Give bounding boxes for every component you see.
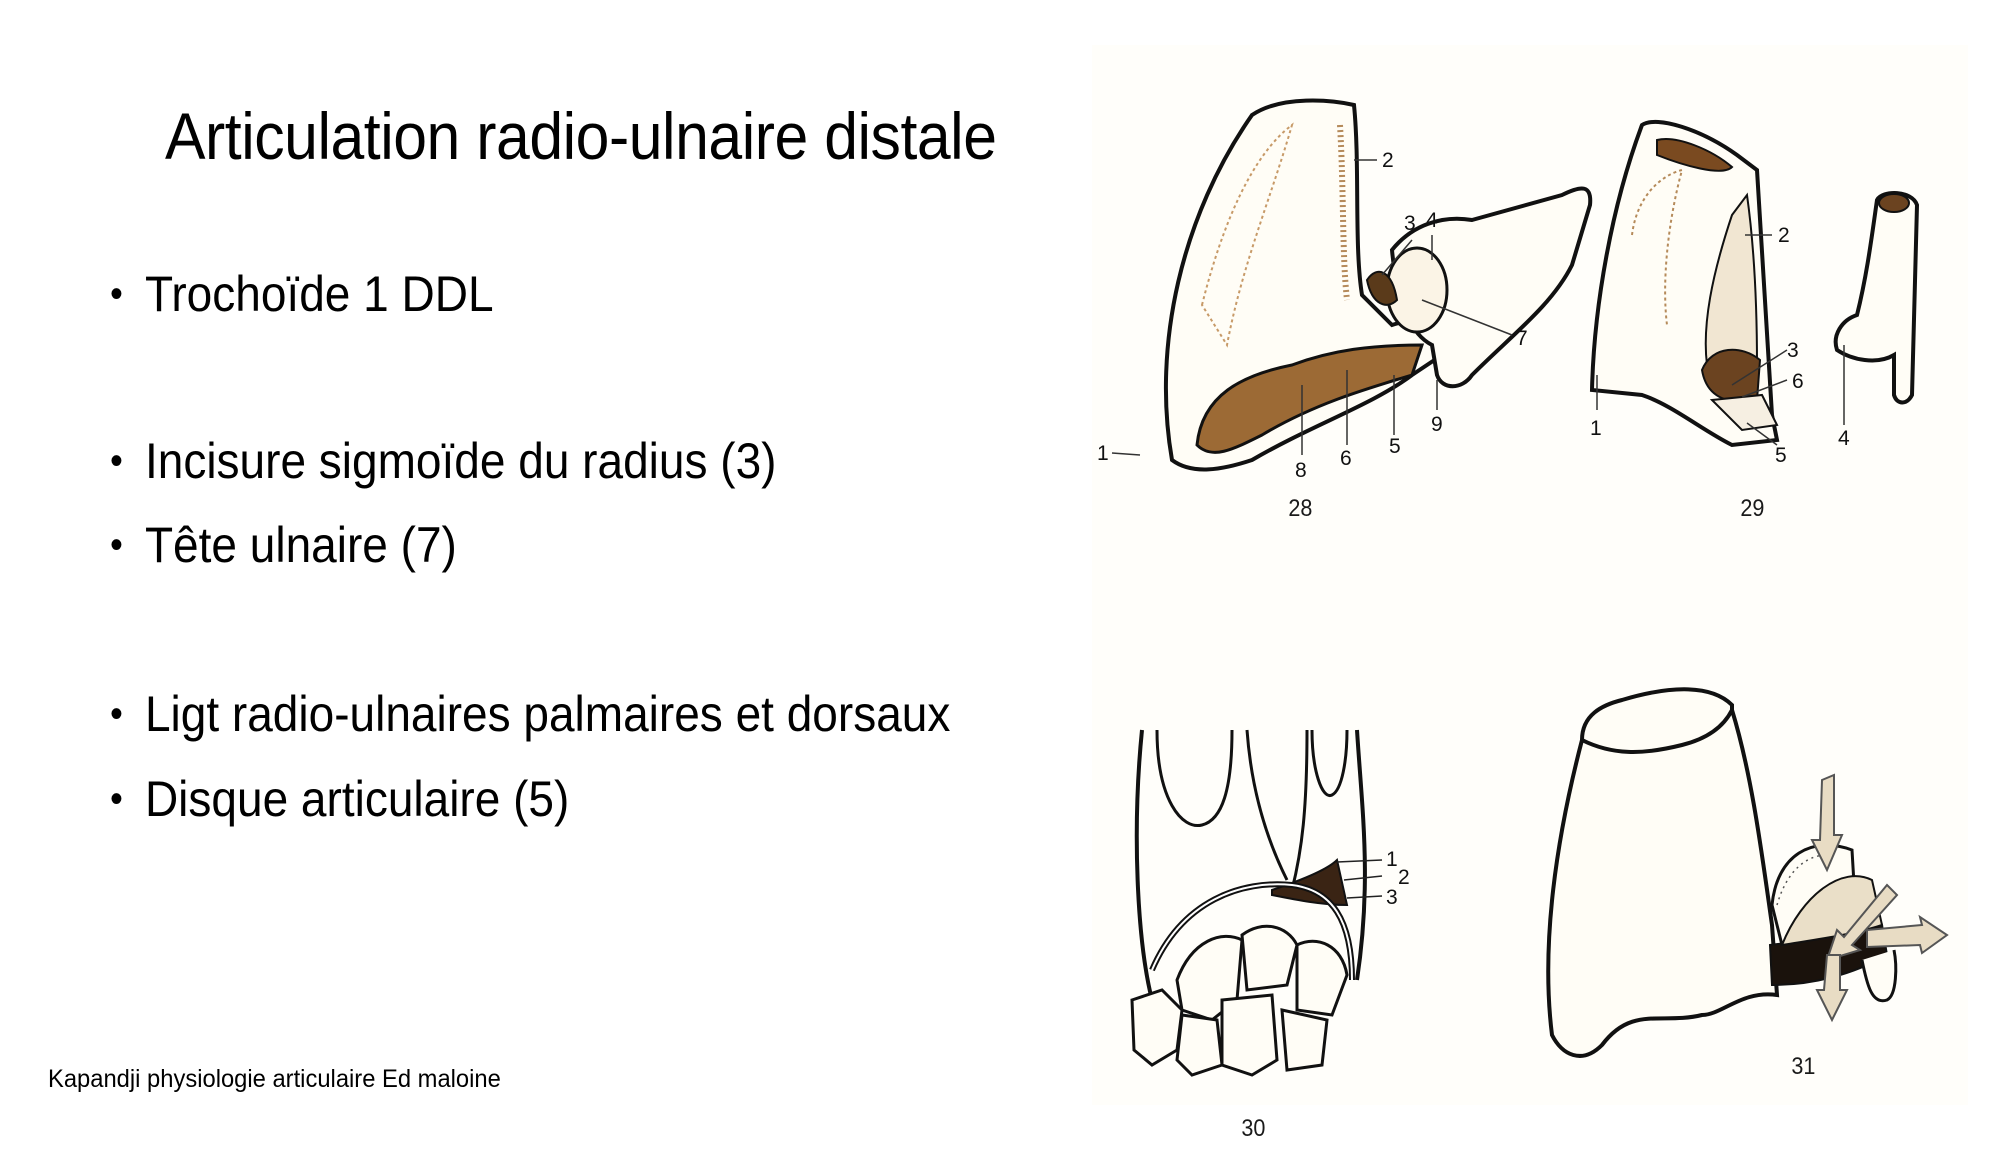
slide-title: Articulation radio-ulnaire distale bbox=[165, 99, 997, 173]
fig28-label-1: 1 bbox=[1097, 442, 1109, 465]
fig29-label-3: 3 bbox=[1787, 339, 1799, 362]
fig29-label-4: 4 bbox=[1838, 427, 1850, 450]
bullet-text: Ligt radio-ulnaires palmaires et dorsaux bbox=[144, 686, 951, 742]
fig30-label-1: 1 bbox=[1386, 848, 1398, 871]
source-credit: Kapandji physiologie articulaire Ed malo… bbox=[48, 1065, 501, 1093]
bullet-dot-icon: • bbox=[110, 272, 123, 316]
figure-28-caption: 28 bbox=[1288, 495, 1313, 522]
bullet-text: Tête ulnaire (7) bbox=[144, 517, 457, 573]
figure-31-drawing bbox=[1546, 687, 1949, 1058]
bullet-dot-icon: • bbox=[110, 439, 123, 483]
fig29-label-5: 5 bbox=[1775, 444, 1787, 467]
fig28-label-3: 3 bbox=[1404, 212, 1416, 235]
figure-31-caption: 31 bbox=[1791, 1053, 1816, 1080]
fig28-label-4: 4 bbox=[1426, 209, 1438, 232]
bullet-text: Incisure sigmoïde du radius (3) bbox=[144, 433, 777, 489]
bullet-text: Trochoïde 1 DDL bbox=[144, 266, 494, 322]
fig30-label-2: 2 bbox=[1398, 866, 1410, 889]
figure-29-exploded-view: 1 2 3 4 5 6 29 bbox=[1582, 105, 1972, 565]
fig28-label-6: 6 bbox=[1340, 447, 1352, 470]
figure-28-drawing: 1 2 3 4 5 6 7 8 9 bbox=[1097, 98, 1593, 482]
fig28-label-5: 5 bbox=[1389, 435, 1401, 458]
fig28-label-7: 7 bbox=[1516, 327, 1528, 350]
figure-30-drawing: 1 2 3 bbox=[1130, 729, 1410, 1077]
fig29-label-6: 6 bbox=[1792, 370, 1804, 393]
fig30-label-3: 3 bbox=[1386, 886, 1398, 909]
anatomy-figure-panel: 1 2 3 4 5 6 7 8 9 28 bbox=[1092, 45, 1968, 1142]
fig29-label-2: 2 bbox=[1778, 224, 1790, 247]
bullet-dot-icon: • bbox=[110, 523, 123, 567]
bullet-item: • Ligt radio-ulnaires palmaires et dorsau… bbox=[110, 685, 950, 743]
bullet-item: • Incisure sigmoïde du radius (3) bbox=[110, 432, 776, 490]
figure-29-drawing: 1 2 3 4 5 6 bbox=[1589, 119, 1920, 467]
fig29-label-1: 1 bbox=[1590, 417, 1602, 440]
figure-29-caption: 29 bbox=[1740, 495, 1765, 522]
fig28-label-9: 9 bbox=[1431, 413, 1443, 436]
fig28-label-8: 8 bbox=[1295, 459, 1307, 482]
bullet-text: Disque articulaire (5) bbox=[144, 771, 570, 827]
bullet-item: • Trochoïde 1 DDL bbox=[110, 265, 494, 323]
figure-28-radius-ulna-view: 1 2 3 4 5 6 7 8 9 28 bbox=[1092, 45, 1612, 565]
figure-30-caption: 30 bbox=[1241, 1115, 1266, 1142]
figure-31-forces-view: 31 bbox=[1522, 655, 1968, 1095]
bullet-dot-icon: • bbox=[110, 692, 123, 736]
bullet-item: • Tête ulnaire (7) bbox=[110, 516, 457, 574]
fig28-label-2: 2 bbox=[1382, 149, 1394, 172]
bullet-dot-icon: • bbox=[110, 777, 123, 821]
figure-30-ligaments-view: 1 2 3 30 bbox=[1122, 680, 1482, 1150]
bullet-item: • Disque articulaire (5) bbox=[110, 770, 569, 828]
